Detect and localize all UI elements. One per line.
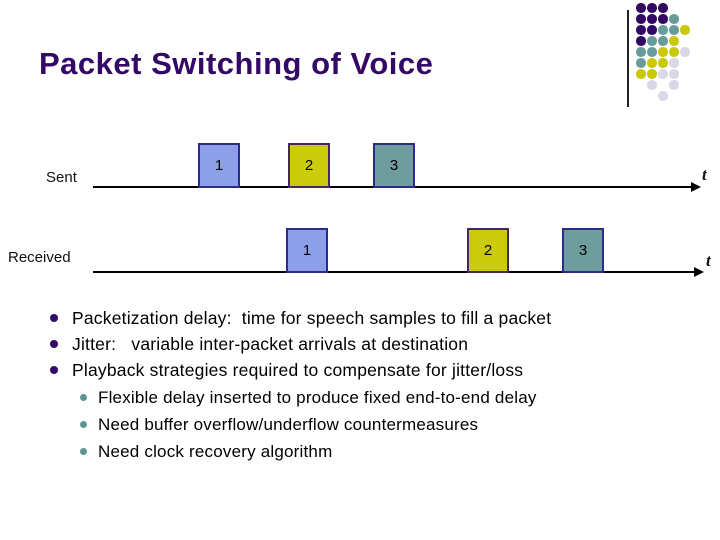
deco-dot-icon <box>636 69 646 79</box>
deco-dot-icon <box>658 58 668 68</box>
deco-dot-icon <box>658 47 668 57</box>
dot-grid-decoration <box>636 3 691 102</box>
deco-dot-icon <box>658 36 668 46</box>
packet-label: 1 <box>214 157 224 174</box>
sent-packet-box-3: 3 <box>373 143 415 188</box>
packet-label: 2 <box>304 157 314 174</box>
received-arrowhead-icon <box>694 267 704 277</box>
bullet-text: Jitter: variable inter-packet arrivals a… <box>72 333 469 354</box>
sent-packet-box-2: 2 <box>288 143 330 188</box>
received-timeline-label: Received <box>8 249 71 266</box>
bullet-dot-icon <box>50 314 58 322</box>
bullet-dot-icon <box>50 340 58 348</box>
deco-dot-icon <box>647 69 657 79</box>
deco-dot-icon <box>669 25 679 35</box>
deco-dot-icon <box>658 25 668 35</box>
bullet-text: Packetization delay: time for speech sam… <box>72 307 552 328</box>
bullet-list: Packetization delay: time for speech sam… <box>0 305 700 465</box>
deco-dot-icon <box>658 91 668 101</box>
received-axis-line <box>93 271 695 273</box>
slide-title: Packet Switching of Voice <box>39 46 434 81</box>
deco-dot-icon <box>669 14 679 24</box>
sent-timeline-label: Sent <box>46 169 77 186</box>
bullet-text: Need clock recovery algorithm <box>98 441 333 461</box>
deco-dot-icon <box>647 14 657 24</box>
deco-dot-icon <box>636 58 646 68</box>
deco-dot-icon <box>658 69 668 79</box>
received-time-axis-label: t <box>706 251 711 270</box>
received-packet-box-2: 2 <box>467 228 509 273</box>
deco-dot-icon <box>658 3 668 13</box>
deco-dot-icon <box>636 14 646 24</box>
deco-dot-icon <box>636 36 646 46</box>
deco-dot-icon <box>647 47 657 57</box>
deco-dot-icon <box>647 58 657 68</box>
packet-label: 1 <box>302 242 312 259</box>
divider-line <box>627 10 629 107</box>
deco-dot-icon <box>669 36 679 46</box>
bullet-item: Packetization delay: time for speech sam… <box>0 305 700 331</box>
bullet-text: Need buffer overflow/underflow counterme… <box>98 414 479 434</box>
bullet-text: Playback strategies required to compensa… <box>72 359 524 380</box>
packet-label: 3 <box>578 242 588 259</box>
sub-bullet-item: Flexible delay inserted to produce fixed… <box>0 384 700 411</box>
deco-dot-icon <box>669 47 679 57</box>
deco-dot-icon <box>647 80 657 90</box>
deco-dot-icon <box>647 25 657 35</box>
sub-bullet-item: Need clock recovery algorithm <box>0 438 700 465</box>
received-packet-box-1: 1 <box>286 228 328 273</box>
bullet-dot-icon <box>80 448 87 455</box>
bullet-dot-icon <box>80 394 87 401</box>
bullet-dot-icon <box>50 366 58 374</box>
deco-dot-icon <box>669 80 679 90</box>
bullet-item: Jitter: variable inter-packet arrivals a… <box>0 331 700 357</box>
sent-time-axis-label: t <box>702 165 707 184</box>
sent-arrowhead-icon <box>691 182 701 192</box>
deco-dot-icon <box>680 47 690 57</box>
received-packet-box-3: 3 <box>562 228 604 273</box>
packet-label: 3 <box>389 157 399 174</box>
deco-dot-icon <box>647 36 657 46</box>
sub-bullet-item: Need buffer overflow/underflow counterme… <box>0 411 700 438</box>
deco-dot-icon <box>680 25 690 35</box>
deco-dot-icon <box>636 3 646 13</box>
deco-dot-icon <box>658 14 668 24</box>
deco-dot-icon <box>636 25 646 35</box>
deco-dot-icon <box>636 47 646 57</box>
sub-bullet-group: Flexible delay inserted to produce fixed… <box>0 384 700 465</box>
deco-dot-icon <box>669 69 679 79</box>
bullet-dot-icon <box>80 421 87 428</box>
bullet-text: Flexible delay inserted to produce fixed… <box>98 387 537 407</box>
sent-packet-box-1: 1 <box>198 143 240 188</box>
bullet-item: Playback strategies required to compensa… <box>0 357 700 383</box>
packet-label: 2 <box>483 242 493 259</box>
deco-dot-icon <box>669 58 679 68</box>
deco-dot-icon <box>647 3 657 13</box>
